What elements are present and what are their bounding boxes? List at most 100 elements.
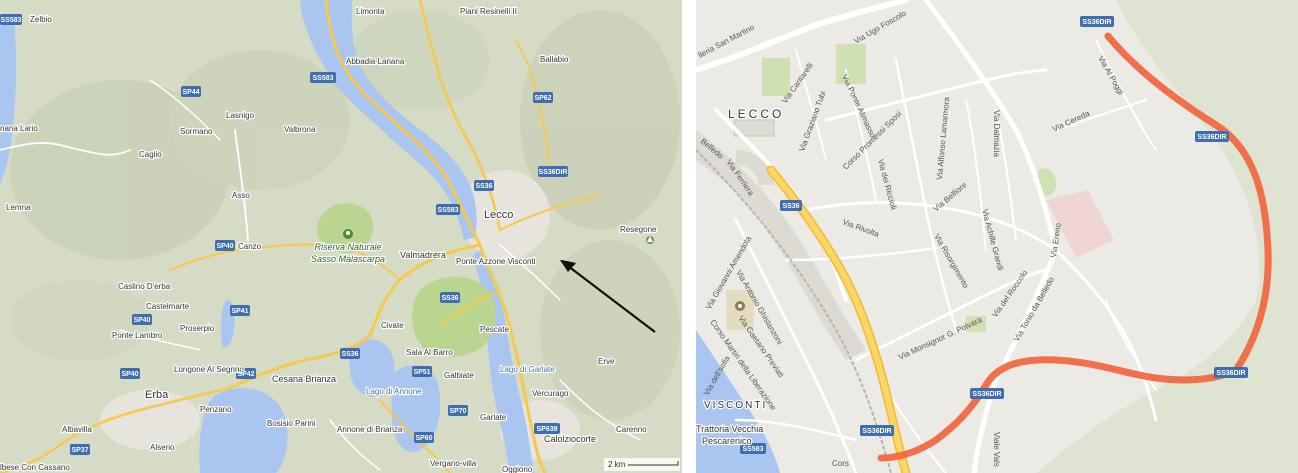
- shield-ss36dir-top: SS36DIR: [1080, 16, 1114, 27]
- shield-ss36: SS36: [780, 200, 802, 211]
- town-valmadrera[interactable]: Valmadrera: [399, 249, 447, 262]
- label-lago-di-annone: Lago di Annone: [366, 387, 422, 396]
- railway-yard: [696, 130, 866, 360]
- station-marker-icon[interactable]: [735, 301, 745, 311]
- town-abbadia-lariana[interactable]: Abbadia Lariana: [345, 56, 406, 68]
- town-canzo[interactable]: Canzo: [237, 241, 263, 253]
- shield-sp51: SP51: [412, 366, 432, 377]
- town-carenno[interactable]: Carenno: [615, 424, 649, 436]
- park-marker-icon[interactable]: [343, 229, 353, 239]
- town-annone[interactable]: Annone di Brianza: [336, 424, 404, 436]
- town-cesana-brianza[interactable]: Cesana Brianza: [271, 373, 338, 386]
- restaurant-label-line1[interactable]: Trattoria Vecchia: [696, 423, 764, 436]
- town-nana-lario[interactable]: nana Lario: [0, 123, 40, 135]
- shield-ss36dir-bottom: SS36DIR: [970, 388, 1004, 399]
- shield-sp41: SP41: [230, 305, 250, 316]
- town-lemna[interactable]: Lemna: [5, 202, 33, 214]
- town-erve[interactable]: Erve: [597, 356, 617, 368]
- hospital-area: [1046, 190, 1114, 258]
- park-sasso-malascarpa: [317, 203, 373, 254]
- town-longone[interactable]: Longone Al Segrino: [173, 364, 246, 376]
- detail-map-canvas: SS36DIR SS36DIR SS36DIR SS36DIR SS36DIR …: [696, 0, 1298, 473]
- town-calolziocorte[interactable]: Calolziocorte: [543, 433, 598, 446]
- shield-sp70: SP70: [448, 405, 468, 416]
- peak-marker-icon[interactable]: [646, 236, 654, 244]
- town-caglio[interactable]: Caglio: [138, 149, 164, 161]
- highlighted-route-ss36dir: [877, 32, 1272, 462]
- lago-di-annone-east: [391, 365, 441, 452]
- shield-ss36dir-tunnel: SS36DIR: [860, 425, 894, 436]
- park-1: [762, 58, 790, 96]
- town-limonta[interactable]: Limonta: [355, 6, 387, 18]
- restaurant-label-line2[interactable]: Pescarenico: [701, 435, 753, 448]
- river-adda: [696, 330, 780, 473]
- town-sala-al-barro[interactable]: Sala Al Barro: [405, 347, 455, 359]
- town-ballabio[interactable]: Ballabio: [539, 54, 571, 66]
- town-asso[interactable]: Asso: [231, 190, 252, 202]
- shield-ss36-c: SS36: [340, 348, 360, 359]
- svg-text:SP51: SP51: [413, 369, 430, 376]
- shield-sp40-a: SP40: [215, 240, 235, 251]
- town-resegone[interactable]: Resegone: [619, 224, 659, 236]
- town-bosisio-parini[interactable]: Bosisio Parini: [266, 418, 317, 430]
- street-viale-valsassina: Viale Vals: [992, 432, 1001, 467]
- town-valbrona[interactable]: Valbrona: [283, 124, 317, 136]
- town-lecco[interactable]: Lecco: [483, 208, 515, 223]
- town-ponte-lambro[interactable]: Ponte Lambro: [111, 330, 164, 342]
- town-zelbio[interactable]: Zelbio: [29, 14, 54, 26]
- town-castelmarte[interactable]: Castelmarte: [145, 301, 191, 313]
- town-galbiate[interactable]: Galbiate: [443, 370, 476, 382]
- shield-sp40-b: SP40: [132, 314, 152, 325]
- shield-ss583-a: SS583: [310, 72, 336, 83]
- town-oggiono[interactable]: Oggiono: [501, 464, 534, 473]
- svg-text:SP37: SP37: [71, 447, 88, 454]
- town-ghese[interactable]: lbese Con Cassano: [0, 462, 72, 473]
- svg-text:SP40: SP40: [121, 371, 138, 378]
- lago-di-annone: [349, 339, 395, 397]
- street-network: [696, 0, 1158, 473]
- town-civate[interactable]: Civate: [380, 320, 406, 332]
- town-lasnigo[interactable]: Lasnigo: [225, 110, 256, 122]
- label-lago-di-garlate: Lago di Garlate: [500, 365, 555, 374]
- svg-text:SS583: SS583: [437, 207, 458, 214]
- terrain-shading: [10, 10, 680, 420]
- city-label-lecco[interactable]: LECCO: [727, 106, 784, 123]
- town-ponte-azzone-visconti[interactable]: Ponte Azzone Visconti: [455, 256, 537, 268]
- park-2: [836, 44, 866, 84]
- district-label-visconti[interactable]: VISCONTI: [703, 399, 767, 413]
- town-caslino[interactable]: Caslino D'erba: [117, 281, 172, 293]
- svg-text:SS36DIR: SS36DIR: [862, 428, 891, 435]
- route-shields: SS583 SP44 SP62 SS36 SS36DIR SS583 SS583…: [0, 14, 568, 455]
- svg-text:SS36: SS36: [341, 351, 358, 358]
- shield-sp42: SP42: [236, 368, 256, 379]
- svg-text:SS583: SS583: [0, 17, 21, 24]
- svg-text:SS583: SS583: [742, 446, 763, 453]
- overview-map[interactable]: SS583 SP44 SP62 SS36 SS36DIR SS583 SS583…: [0, 0, 682, 473]
- town-albavilla[interactable]: Albavilla: [61, 424, 94, 436]
- shield-ss583: SS583: [740, 443, 766, 454]
- town-garlate[interactable]: Garlate: [479, 412, 508, 424]
- shield-ss36dir-right: SS36DIR: [1195, 131, 1229, 142]
- svg-text:SP639: SP639: [536, 426, 557, 433]
- svg-text:SP40: SP40: [133, 317, 150, 324]
- shield-sp40-c: SP40: [120, 368, 140, 379]
- town-penzano[interactable]: Penzano: [199, 404, 234, 416]
- lago-di-pusiano: [199, 388, 288, 473]
- town-vergano[interactable]: Vergano-villa: [429, 458, 478, 470]
- svg-text:SS36DIR: SS36DIR: [1082, 19, 1111, 26]
- shield-sp639: SP639: [534, 423, 560, 434]
- town-alserio[interactable]: Alserio: [149, 442, 177, 454]
- svg-text:SS36DIR: SS36DIR: [1216, 370, 1245, 377]
- overview-map-canvas: SS583 SP44 SP62 SS36 SS36DIR SS583 SS583…: [0, 0, 682, 473]
- town-erba[interactable]: Erba: [144, 388, 171, 403]
- town-pescate[interactable]: Pescate: [479, 324, 511, 336]
- shield-ss36dir-bottom-right: SS36DIR: [1214, 367, 1248, 378]
- town-proserpio[interactable]: Proserpio: [179, 323, 216, 335]
- town-vercurago[interactable]: Vercurago: [531, 388, 571, 400]
- town-sormano[interactable]: Sormano: [179, 126, 215, 138]
- hillside-area: [1036, 0, 1298, 473]
- detail-map[interactable]: SS36DIR SS36DIR SS36DIR SS36DIR SS36DIR …: [696, 0, 1298, 473]
- town-piani-resinelli[interactable]: Piani Resinelli II: [459, 6, 518, 18]
- shield-sp44: SP44: [181, 86, 201, 97]
- park-monte-barro: [412, 276, 496, 357]
